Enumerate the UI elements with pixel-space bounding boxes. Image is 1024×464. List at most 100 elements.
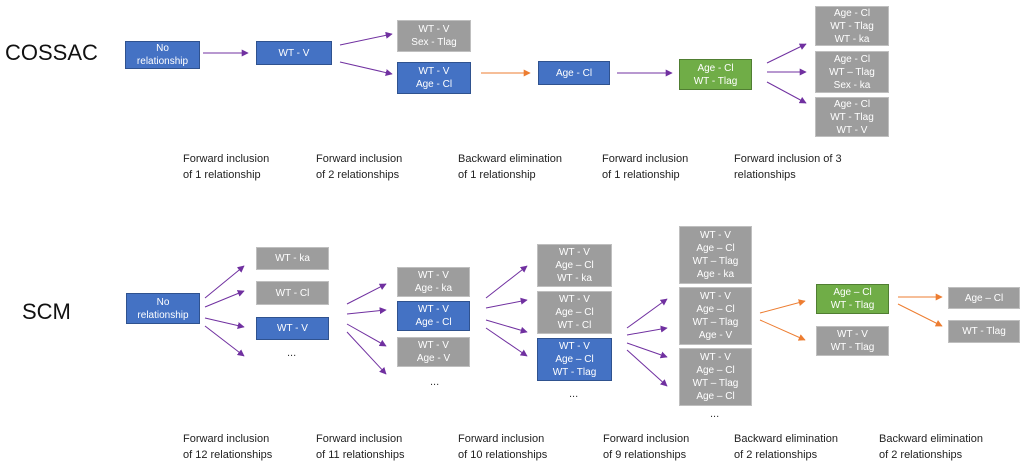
arrow [766,81,807,104]
box-line: WT - V [559,341,590,352]
box-line: WT - V [700,291,731,302]
box-line: WT - Cl [275,287,310,299]
cossac-caption-2: Forward inclusion of 2 relationships [316,151,402,183]
caption-line: of 1 relationship [458,169,536,181]
cossac-caption-1: Forward inclusion of 1 relationship [183,151,269,183]
scm-col4-box-2: WT - V Age – Cl WT – Tlag Age - V [679,287,752,345]
arrow [339,61,393,76]
scm-col2-ellipsis: ... [430,376,440,388]
box-line: WT - Tlag [830,342,875,353]
box-line: Age – Cl [696,391,735,402]
arrow [339,31,393,46]
box-line: WT - Tlag [830,111,874,123]
scm-caption-2: Forward inclusion of 11 relationships [316,431,404,463]
arrow [626,325,668,336]
scm-col4-box-1: WT - V Age – Cl WT – Tlag Age - ka [679,226,752,284]
cossac-caption-5: Forward inclusion of 3 relationships [734,151,842,183]
box-line: Age – Cl [555,260,594,271]
caption-line: Forward inclusion [183,433,270,445]
caption-line: of 9 relationships [603,449,687,461]
arrow [346,283,387,305]
caption-line: Forward inclusion of 3 [734,153,842,165]
cossac-step2-box-b: WT - V Age - Cl [397,62,471,94]
scm-col4-box-3: WT - V Age – Cl WT – Tlag Age – Cl [679,348,752,406]
caption-line: Forward inclusion [603,433,690,445]
box-line: Age – Cl [964,292,1004,304]
arrow [626,298,668,329]
caption-line: Backward elimination [458,153,562,165]
box-line: WT - V [418,270,449,281]
cossac-step5-box-b: Age - Cl WT – Tlag Sex - ka [815,51,889,93]
box-line: WT - ka [834,33,870,45]
scm-col3-box-3: WT - V Age – Cl WT - Tlag [537,338,612,381]
cossac-caption-3: Backward elimination of 1 relationship [458,151,562,183]
box-line: Age - Cl [697,62,734,74]
scm-selected-box: Age – Cl WT - Tlag [816,284,889,314]
scm-caption-3: Forward inclusion of 10 relationships [458,431,547,463]
scm-col3-box-2: WT - V Age – Cl WT - Cl [537,291,612,334]
scm-col1-box-2: WT - Cl [256,281,329,305]
cossac-wt-v-box: WT - V [256,41,332,65]
arrow [626,342,668,359]
box-line: Age - ka [696,269,735,280]
box-line: Age – Cl [696,243,735,254]
box-line: Age - Cl [415,79,453,90]
box-line: relationship [136,56,189,67]
scm-last-box-1: Age – Cl [948,287,1020,309]
cossac-step5-box-c: Age - Cl WT - Tlag WT - V [815,97,889,137]
scm-col1-ellipsis: ... [287,347,297,359]
arrow [485,297,528,309]
arrow [485,327,528,357]
box-line: WT – Tlag [692,256,739,267]
caption-line: Forward inclusion [316,153,403,165]
box-line: Age – Cl [696,304,735,315]
arrow [485,265,528,299]
box-line: Sex - Tlag [411,37,457,48]
box-line: Age – Cl [696,365,735,376]
scm-caption-1: Forward inclusion of 12 relationships [183,431,272,463]
box-line: WT - Tlag [693,75,738,87]
scm-col2-box-2: WT - V Age - Cl [397,301,470,331]
caption-line: Forward inclusion [602,153,689,165]
caption-line: of 2 relationships [316,169,400,181]
arrow [485,319,528,334]
box-line: Age - Cl [555,67,593,79]
box-line: No [156,296,170,308]
scm-label: SCM [22,299,71,324]
box-line: WT - V [278,47,310,59]
box-line: Age - V [416,353,451,364]
box-line: WT - V [418,24,450,35]
caption-line: of 2 relationships [879,449,963,461]
box-line: Age - ka [414,283,453,294]
scm-caption-4: Forward inclusion of 9 relationships [603,431,689,463]
box-line: Age – Cl [555,354,594,365]
scm-col4-ellipsis: ... [710,408,720,420]
arrow [204,325,245,357]
box-line: Age - Cl [833,98,871,110]
box-line: WT - ka [275,253,310,264]
caption-line: of 1 relationship [602,169,680,181]
box-line: WT - V [836,124,868,136]
scm-col5-gray-box: WT - V WT - Tlag [816,326,889,356]
box-line: WT - ka [557,273,592,284]
box-line: WT - V [700,230,731,241]
arrow [204,317,245,329]
cossac-age-cl-box: Age - Cl [538,61,610,85]
caption-line: Backward elimination [879,433,983,445]
box-line: WT - V [559,247,590,258]
scm-caption-6: Backward elimination of 2 relationships [879,431,983,463]
box-line: relationship [137,309,189,321]
scm-col3-ellipsis: ... [569,388,579,400]
box-line: Age - Cl [415,317,452,328]
box-line: WT - Tlag [962,326,1006,337]
box-line: No [156,43,169,54]
scm-col1-box-1: WT - ka [256,247,329,270]
caption-line: of 12 relationships [183,449,273,461]
box-line: Age - V [698,330,733,341]
scm-col2-box-1: WT - V Age - ka [397,267,470,297]
box-line: WT - V [418,340,449,351]
arrow [626,349,668,387]
caption-line: Backward elimination [734,433,838,445]
box-line: WT - V [700,352,731,363]
